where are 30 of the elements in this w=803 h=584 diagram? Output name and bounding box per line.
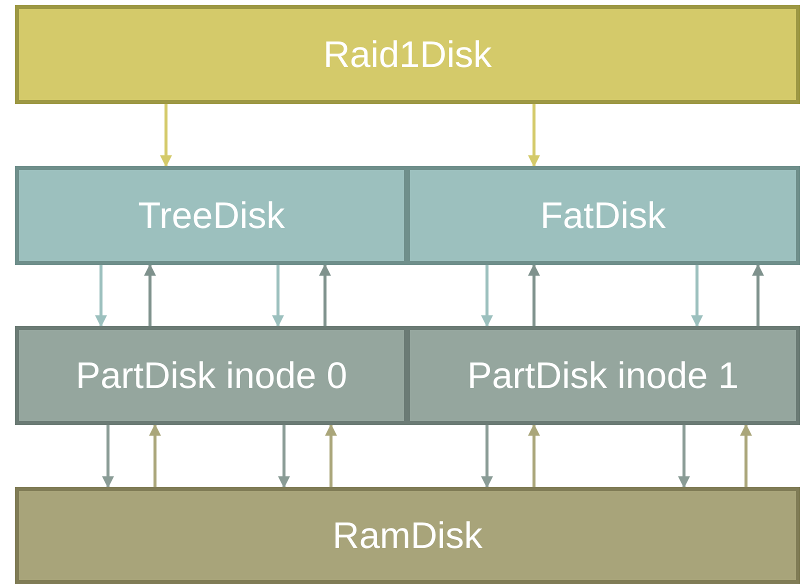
- storage-layer-box: [15, 326, 408, 425]
- arrow: [325, 424, 337, 487]
- storage-layer-box: [15, 487, 800, 584]
- arrow: [319, 264, 331, 326]
- arrow: [160, 104, 172, 168]
- arrow: [528, 264, 540, 326]
- arrow: [752, 264, 764, 326]
- storage-layer-box: [15, 166, 408, 265]
- storage-layer-box: [15, 5, 800, 104]
- arrow: [678, 425, 690, 488]
- layer-label: RamDisk: [332, 514, 483, 556]
- arrow: [272, 265, 284, 328]
- arrow: [102, 425, 114, 488]
- arrow: [144, 264, 156, 326]
- arrow: [481, 425, 493, 488]
- storage-layer-box: [406, 326, 800, 425]
- arrow: [481, 265, 493, 328]
- layer-label: PartDisk inode 1: [467, 354, 739, 396]
- layer-label: TreeDisk: [138, 194, 285, 236]
- arrow: [528, 104, 540, 168]
- layer-label: Raid1Disk: [323, 34, 492, 76]
- arrow: [740, 424, 752, 487]
- layer-label: PartDisk inode 0: [76, 354, 348, 396]
- storage-layer-box: [406, 166, 800, 265]
- layer-label: FatDisk: [540, 194, 666, 236]
- arrow: [95, 265, 107, 328]
- arrow: [691, 265, 703, 328]
- arrow: [528, 424, 540, 487]
- arrow: [149, 424, 161, 487]
- arrow: [278, 425, 290, 488]
